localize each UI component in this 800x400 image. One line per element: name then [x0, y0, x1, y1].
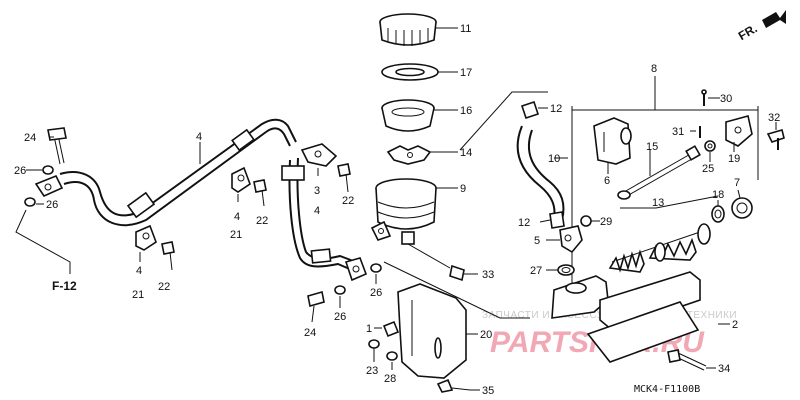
- callout-11: 11: [460, 23, 471, 35]
- banjo-bolt: [47, 127, 67, 165]
- callout-17: 17: [460, 67, 472, 79]
- callout-20: 20: [480, 329, 492, 341]
- callout-12-bottom: 12: [518, 217, 530, 229]
- pin: [701, 89, 707, 106]
- pushrod: [617, 145, 701, 200]
- master-cylinder: [551, 271, 701, 363]
- clamp-bolt: [337, 163, 351, 193]
- callout-13: 13: [652, 197, 664, 209]
- callout-5: 5: [534, 235, 540, 247]
- callout-8: 8: [651, 63, 657, 75]
- callout-16: 16: [460, 105, 472, 117]
- front-arrow-icon: [762, 10, 786, 28]
- diagram-code: MCK4-F1100B: [634, 384, 700, 395]
- callout-27: 27: [530, 265, 542, 277]
- callout-28: 28: [384, 373, 396, 385]
- callout-1: 1: [366, 323, 372, 335]
- callout-6: 6: [604, 175, 610, 187]
- joint-pin: [766, 129, 785, 150]
- sealing-washer: [24, 197, 36, 207]
- diaphragm-plate: [381, 63, 439, 81]
- callout-26-left-bottom: 26: [46, 199, 58, 211]
- clevis-joint: [725, 115, 753, 147]
- banjo-bolt: [307, 290, 325, 323]
- float-plate: [386, 145, 432, 165]
- sealing-washer: [370, 263, 382, 273]
- callout-26-low: 26: [334, 311, 346, 323]
- piston-cup: [731, 197, 753, 219]
- callout-2: 2: [732, 319, 738, 331]
- callout-30: 30: [720, 93, 732, 105]
- joint-screw: [580, 215, 592, 227]
- clamp-bolt: [253, 179, 267, 207]
- callout-10: 10: [548, 153, 560, 165]
- hose-clamp: [135, 224, 157, 251]
- piston-spring-set: [608, 223, 711, 273]
- sealing-washer: [334, 285, 346, 295]
- reservoir-hose: [516, 100, 565, 229]
- master-cylinder-cover: [397, 283, 467, 379]
- callout-4-clamp-mid: 4: [234, 211, 240, 223]
- reservoir-diaphragm: [381, 99, 435, 132]
- reservoir-bolt: [449, 264, 465, 282]
- callout-26-left-top: 26: [14, 165, 26, 177]
- callout-34: 34: [718, 363, 730, 375]
- callout-22-right: 22: [342, 195, 354, 207]
- callout-24-bottom: 24: [304, 327, 316, 339]
- hose-clamp: [300, 143, 338, 167]
- callout-21-left: 21: [132, 289, 144, 301]
- bracket-bolt: [667, 349, 707, 371]
- callout-31: 31: [672, 126, 684, 138]
- hose-clamp: [231, 166, 251, 193]
- callout-4-clamp-left: 4: [136, 265, 142, 277]
- callout-4-clamp-right: 4: [314, 205, 320, 217]
- callout-14: 14: [460, 147, 472, 159]
- clamp-bolt: [161, 241, 175, 271]
- callout-12-top: 12: [550, 103, 562, 115]
- reference-f12: F-12: [52, 279, 77, 293]
- collar: [368, 339, 380, 349]
- washer: [386, 351, 398, 361]
- callout-4-hose: 4: [196, 131, 202, 143]
- callout-18: 18: [712, 189, 724, 201]
- callout-25: 25: [702, 163, 714, 175]
- banjo-fitting: [34, 174, 64, 198]
- lock-nut: [704, 140, 716, 152]
- brake-hose-lower: [281, 157, 368, 282]
- cover-bolt: [436, 378, 471, 393]
- grommet: [382, 320, 400, 338]
- callout-33: 33: [482, 269, 494, 281]
- direction-mark: FR.: [736, 21, 760, 43]
- callout-21-mid: 21: [230, 229, 242, 241]
- o-ring: [557, 264, 575, 276]
- sealing-washer: [42, 165, 54, 175]
- callout-23: 23: [366, 365, 378, 377]
- reservoir-body: [370, 178, 437, 245]
- callout-35: 35: [482, 385, 494, 397]
- callout-9: 9: [460, 183, 466, 195]
- snap-ring: [711, 205, 725, 223]
- callout-7: 7: [734, 177, 740, 189]
- reservoir-cap: [379, 13, 437, 46]
- callout-15: 15: [646, 141, 658, 153]
- callout-22-left: 22: [158, 281, 170, 293]
- callout-29: 29: [600, 216, 612, 228]
- brake-hose-upper: [59, 118, 297, 227]
- callout-26-mid: 26: [370, 287, 382, 299]
- callout-24-top: 24: [24, 132, 36, 144]
- callout-22-mid: 22: [256, 215, 268, 227]
- pushrod-boot: [593, 117, 632, 165]
- hose-joint: [559, 225, 583, 254]
- callout-3: 3: [314, 185, 320, 197]
- callout-19: 19: [728, 153, 740, 165]
- callout-32: 32: [768, 112, 780, 124]
